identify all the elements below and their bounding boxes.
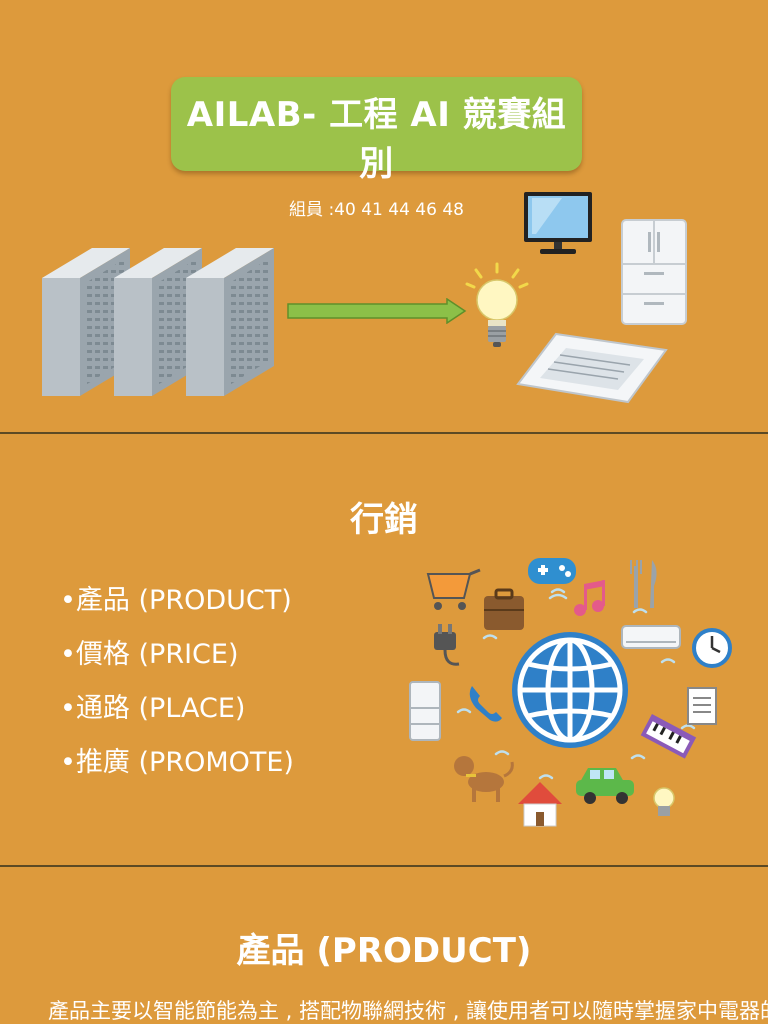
game-controller-icon (528, 558, 576, 584)
bullet-promote: •推廣 (PROMOTE) (60, 747, 294, 778)
air-conditioner-icon (516, 332, 668, 404)
slide-heading: 行銷 (350, 500, 418, 540)
piano-keyboard-icon (640, 714, 697, 759)
suitcase-icon (484, 588, 524, 630)
slide-marketing: 行銷 •產品 (PRODUCT) •價格 (PRICE) •通路 (PLACE)… (0, 434, 768, 865)
slide-subtitle-text: 組員 :40 41 44 46 48 (289, 200, 464, 220)
car-icon (576, 768, 634, 804)
iot-illustration (409, 558, 732, 827)
slide-heading: 產品 (PRODUCT) (236, 931, 532, 971)
bullet-place: •通路 (PLACE) (60, 693, 246, 724)
slide-product: 產品 (PRODUCT) 產品主要以智能節能為主 , 搭配物聯網技術 , 讓使用… (0, 867, 768, 1024)
server-rack-icon (186, 248, 274, 396)
wall-air-conditioner-icon (621, 625, 681, 649)
shopping-cart-icon (426, 568, 481, 610)
document-icon (687, 687, 717, 725)
bullet-price: •價格 (PRICE) (60, 639, 239, 670)
monitor-icon (524, 192, 592, 254)
slide-title: AILAB- 工程 AI 競賽組別 組員 :40 41 44 46 48 (0, 0, 768, 432)
bullet-product: •產品 (PRODUCT) (60, 585, 292, 616)
fridge-icon (621, 219, 687, 325)
power-plug-icon (434, 624, 460, 666)
globe-icon (512, 632, 628, 748)
dog-icon (454, 756, 514, 802)
bullet-list: •產品 (PRODUCT) •價格 (PRICE) •通路 (PLACE) •推… (60, 574, 294, 790)
arrow-right-icon (287, 298, 467, 324)
light-bulb-icon (465, 262, 529, 347)
slide-body-text: 產品主要以智能節能為主 , 搭配物聯網技術 , 讓使用者可以隨時掌握家中電器的用… (48, 999, 768, 1023)
music-note-icon (574, 580, 605, 616)
clock-icon (692, 628, 732, 668)
refrigerator-icon (409, 681, 441, 741)
house-icon (518, 782, 562, 827)
small-bulb-icon (653, 787, 675, 816)
fork-knife-icon (630, 560, 657, 608)
title-box: AILAB- 工程 AI 競賽組別 組員 :40 41 44 46 48 (171, 77, 582, 220)
slide-title-text: AILAB- 工程 AI 競賽組別 (186, 95, 567, 184)
phone-icon (469, 686, 502, 722)
server-racks-icon (42, 248, 274, 396)
